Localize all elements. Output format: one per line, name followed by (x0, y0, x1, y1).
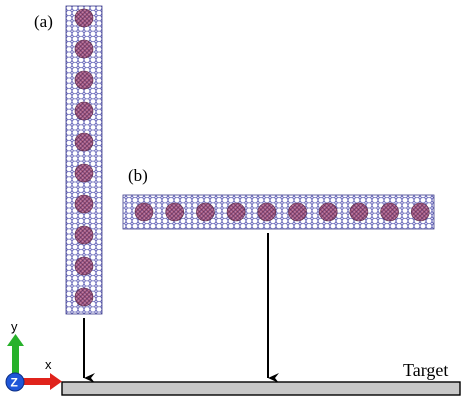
encapsulated-molecule (74, 225, 94, 245)
encapsulated-molecule (134, 202, 154, 222)
panel-a-label: (a) (34, 12, 53, 31)
encapsulated-molecule (288, 202, 307, 222)
vertical-nanotube (65, 5, 103, 315)
encapsulated-molecule (74, 132, 94, 152)
encapsulated-molecule (318, 202, 338, 222)
y-axis-shaft (12, 344, 19, 374)
horizontal-molecule-chain (134, 202, 430, 222)
encapsulated-molecule (74, 8, 94, 28)
x-axis-head (50, 373, 62, 390)
encapsulated-molecule (74, 287, 94, 307)
encapsulated-molecule (380, 202, 399, 222)
encapsulated-molecule (165, 202, 184, 222)
x-axis-label: x (45, 357, 52, 372)
axes-gizmo: Z y x (5, 319, 62, 392)
encapsulated-molecule (410, 202, 430, 222)
encapsulated-molecule (74, 163, 94, 183)
z-axis-dot (5, 372, 25, 392)
encapsulated-molecule (74, 39, 94, 59)
vertical-molecule-chain (74, 8, 94, 307)
panel-b-label: (b) (128, 166, 148, 185)
target-slab (61, 381, 461, 396)
encapsulated-molecule (349, 202, 369, 222)
z-axis-label: Z (11, 376, 18, 390)
encapsulated-molecule (257, 202, 277, 222)
encapsulated-molecule (74, 70, 94, 90)
encapsulated-molecule (74, 256, 94, 276)
y-axis-label: y (11, 319, 18, 334)
y-axis-head (7, 334, 24, 346)
encapsulated-molecule (74, 194, 94, 214)
encapsulated-molecule (226, 202, 246, 222)
encapsulated-molecule (74, 101, 94, 121)
encapsulated-molecule (196, 202, 215, 222)
target-label: Target (403, 360, 448, 380)
x-axis-shaft (22, 378, 52, 385)
horizontal-nanotube (122, 194, 435, 230)
